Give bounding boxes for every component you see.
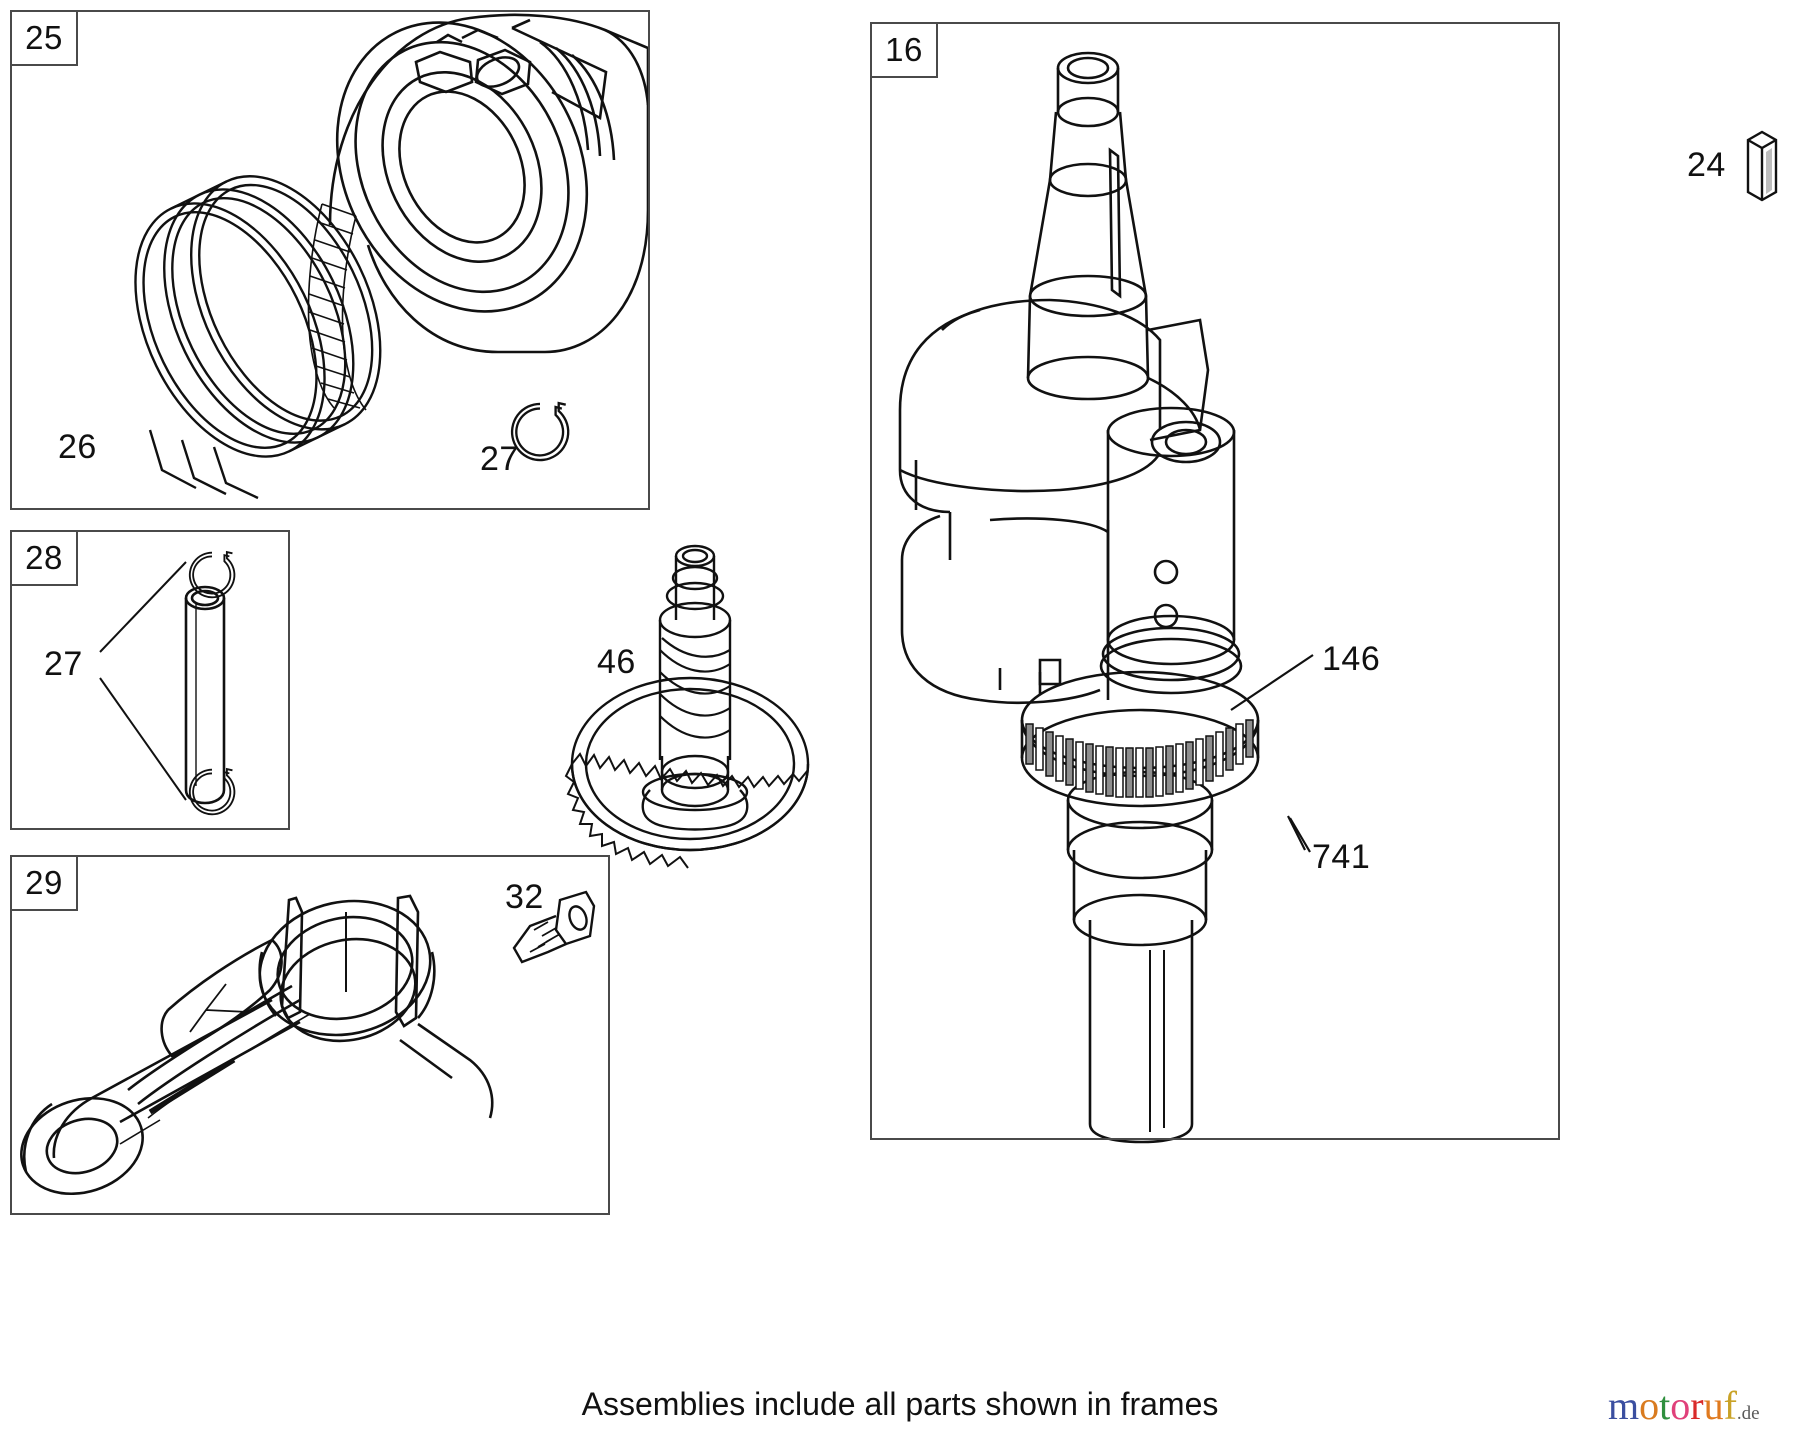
- callout-27-frame28: 27: [44, 645, 83, 683]
- watermark-letter-5: u: [1703, 1383, 1724, 1428]
- callout-27-frame25: 27: [480, 440, 519, 478]
- watermark-letter-3: o: [1670, 1383, 1691, 1428]
- frame-tag-25: 25: [12, 12, 78, 66]
- frame-29: 29: [10, 855, 610, 1215]
- diagram-caption: Assemblies include all parts shown in fr…: [581, 1386, 1219, 1422]
- callout-32: 32: [505, 878, 544, 916]
- watermark-letter-4: r: [1690, 1383, 1704, 1428]
- flywheel-key-drawing: [1746, 130, 1778, 202]
- frame-tag-29: 29: [12, 857, 78, 911]
- callout-741: 741: [1312, 838, 1371, 876]
- callout-46: 46: [597, 643, 636, 681]
- watermark-letter-0: m: [1608, 1383, 1640, 1428]
- cam-gear: [564, 676, 810, 869]
- callout-26: 26: [58, 428, 97, 466]
- callout-146: 146: [1322, 640, 1381, 678]
- frame-25: 25: [10, 10, 650, 510]
- frame-28: 28: [10, 530, 290, 830]
- frame-16: 16: [870, 22, 1560, 1140]
- frame-tag-16: 16: [872, 24, 938, 78]
- watermark-letter-6: f: [1723, 1383, 1737, 1428]
- watermark-motoruf: motoruf.de: [1608, 1386, 1760, 1426]
- frame-tag-28: 28: [12, 532, 78, 586]
- watermark-letters: motoruf: [1608, 1383, 1737, 1428]
- callout-24: 24: [1687, 146, 1726, 184]
- watermark-suffix: .de: [1736, 1403, 1760, 1424]
- camshaft-drawing: [564, 544, 810, 869]
- watermark-letter-2: t: [1659, 1383, 1671, 1428]
- watermark-letter-1: o: [1639, 1383, 1660, 1428]
